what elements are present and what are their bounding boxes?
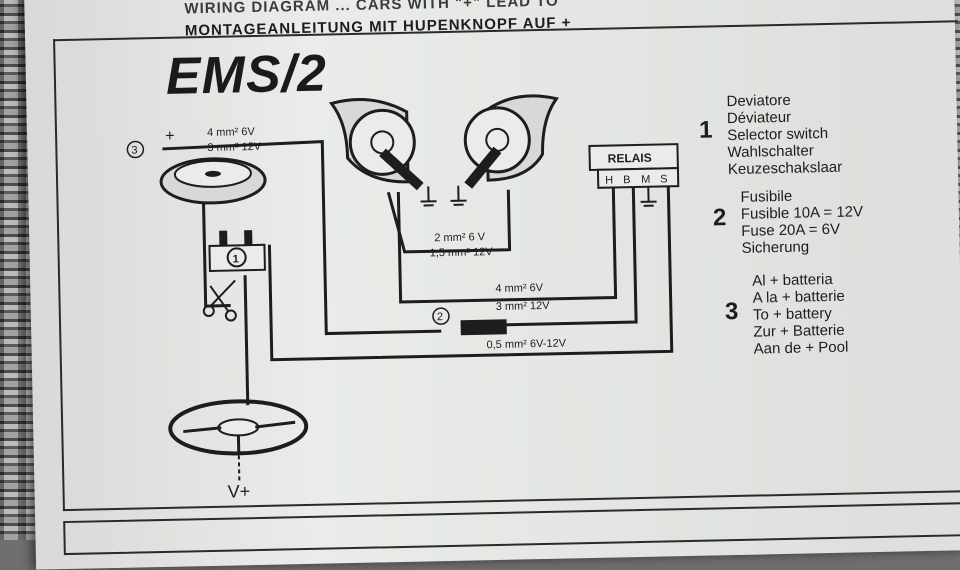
legend-item-1: 1 Deviatore Déviateur Selector switch Wa… xyxy=(726,91,842,178)
legend-line: Al + batteria xyxy=(752,271,847,290)
relay-terminal-h: H xyxy=(605,175,613,187)
legend-line: Keuzeschakslaar xyxy=(728,159,843,178)
legend-line: Aan de + Pool xyxy=(754,339,849,358)
wire-label-horn-b: 1,5 mm² 12V xyxy=(430,246,494,259)
legend-line: A la + batterie xyxy=(752,288,847,307)
horn-right-icon xyxy=(464,95,558,185)
marker-3: 3 xyxy=(127,141,143,157)
instruction-sheet: WIRING DIAGRAM ... CARS WITH "+" LEAD TO… xyxy=(24,0,960,570)
legend-number-3: 3 xyxy=(725,303,739,320)
wire-label-horn-a: 2 mm² 6 V xyxy=(434,231,486,244)
legend-item-3: 3 Al + batteria A la + batterie To + bat… xyxy=(752,271,848,358)
legend-line: Fusible 10A = 12V xyxy=(741,203,864,223)
relay-terminal-s: S xyxy=(660,173,668,185)
legend-number-2: 2 xyxy=(713,209,727,226)
wire-label-mid-a: 4 mm² 6V xyxy=(495,282,544,295)
svg-text:2: 2 xyxy=(437,311,443,323)
legend-line: To + battery xyxy=(753,305,848,324)
steering-wheel-icon xyxy=(170,400,308,482)
marker-2: 2 xyxy=(433,308,449,324)
legend-line: Selector switch xyxy=(727,125,842,144)
legend-line: Sicherung xyxy=(741,237,864,257)
scissors-icon xyxy=(203,280,236,321)
wire-label-low: 0,5 mm² 6V-12V xyxy=(486,338,566,352)
marker-1: 1 xyxy=(233,253,239,265)
wire-label-top-b: 3 mm² 12V xyxy=(207,141,262,154)
svg-text:3: 3 xyxy=(131,144,137,156)
relay-terminal-b: B xyxy=(623,174,631,186)
svg-text:1: 1 xyxy=(233,253,239,265)
disc-horn-icon xyxy=(161,158,266,204)
relay-label: RELAIS xyxy=(608,151,652,166)
fuse-symbol xyxy=(461,320,506,335)
relay-box: RELAIS H B M S xyxy=(589,144,678,188)
legend-line: Zur + Batterie xyxy=(753,322,848,341)
wire-label-mid-b: 3 mm² 12V xyxy=(496,300,551,313)
plus-bottom-label: V+ xyxy=(227,481,250,501)
plus-label: + xyxy=(165,128,175,145)
horn-left-icon xyxy=(331,98,420,188)
wire-label-top-a: 4 mm² 6V xyxy=(207,126,256,139)
legend-number-1: 1 xyxy=(699,121,713,138)
wire-steering xyxy=(245,275,248,405)
legend-item-2: 2 Fusibile Fusible 10A = 12V Fuse 20A = … xyxy=(740,186,864,257)
relay-terminal-m: M xyxy=(641,174,650,186)
